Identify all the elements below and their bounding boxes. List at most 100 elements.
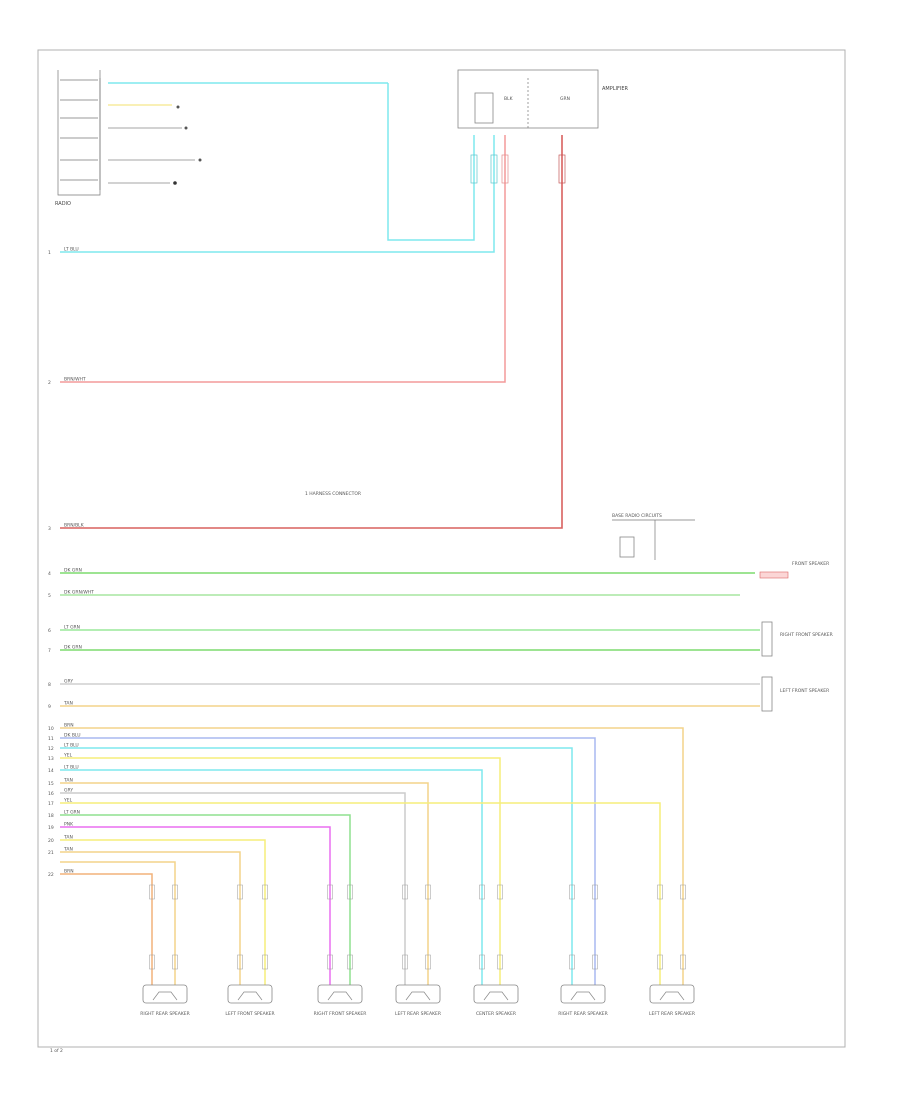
bus-wire-label: TAN: [63, 835, 73, 841]
speaker: LEFT REAR SPEAKER: [649, 984, 695, 1017]
upper-feed-wires: 1 HARNESS CONNECTOR: [60, 83, 566, 529]
bus-wire-label: YEL: [63, 753, 73, 759]
speaker-feed-wire: [60, 769, 483, 985]
bus-wire-label: BRN/BLK: [64, 523, 85, 529]
terminal-number: 19: [48, 825, 54, 831]
left-front-speaker-label: LEFT FRONT SPEAKER: [780, 688, 829, 694]
terminal-number: 8: [48, 682, 51, 688]
left-front-speaker-connector: LEFT FRONT SPEAKER: [761, 676, 829, 712]
bus-wire-label: LT BLU: [64, 247, 79, 253]
speaker-icon: [227, 984, 273, 1004]
speaker-label: LEFT REAR SPEAKER: [649, 1011, 695, 1017]
radio-pins: [60, 79, 98, 181]
inline-connector: [569, 954, 575, 970]
speaker-label: LEFT REAR SPEAKER: [395, 1011, 441, 1017]
inline-connector: [425, 954, 431, 970]
inline-connector: [592, 954, 598, 970]
inline-connector: [262, 954, 268, 970]
terminal-number: 20: [48, 838, 54, 844]
speaker: RIGHT FRONT SPEAKER: [314, 984, 367, 1017]
speaker: LEFT REAR SPEAKER: [395, 984, 441, 1017]
terminal-number: 17: [48, 801, 54, 807]
terminal-number: 9: [48, 704, 51, 710]
speaker: RIGHT REAR SPEAKER: [140, 984, 190, 1017]
terminal-number: 10: [48, 726, 54, 732]
speaker-row: RIGHT REAR SPEAKER LEFT FRONT SPEAKER RIGH…: [140, 984, 695, 1017]
bus-wire-label: TAN: [63, 778, 73, 784]
bus-wire-label: YEL: [63, 798, 73, 804]
inline-connector: [347, 884, 353, 900]
terminal-number: 16: [48, 791, 54, 797]
bus-wire-label: BRN/WHT: [64, 377, 86, 383]
bus-wire-label: DK GRN/WHT: [64, 590, 94, 596]
speaker-feed-wire: [60, 814, 351, 985]
terminal-number: 18: [48, 813, 54, 819]
terminal-number: 7: [48, 648, 51, 654]
speaker-feed-wire: [60, 757, 501, 985]
inline-connector: [479, 884, 485, 900]
inline-connector: [237, 884, 243, 900]
amplifier-module: AMPLIFIER BLK GRN: [457, 69, 629, 129]
terminal-number: 1: [48, 250, 51, 256]
speaker-feed-wire: [60, 737, 596, 985]
inline-connector: [327, 884, 333, 900]
inline-connector: [172, 884, 178, 900]
speaker-feed-wire: [60, 861, 176, 985]
radio-module-label: RADIO: [55, 201, 71, 207]
speaker-feed-wire: [60, 851, 241, 985]
inline-connector: [657, 954, 663, 970]
speaker-feed-wire: [60, 792, 406, 985]
speaker-icon: [395, 984, 441, 1004]
inline-connector: [149, 954, 155, 970]
terminal-number: 4: [48, 571, 51, 577]
speaker: LEFT FRONT SPEAKER: [225, 984, 275, 1017]
terminal-number: 15: [48, 781, 54, 787]
inline-connector: [237, 954, 243, 970]
speaker-feed-wire: [60, 782, 429, 985]
speaker-feed-wire: [60, 873, 153, 985]
speaker-icon: [649, 984, 695, 1004]
inline-connector: [327, 954, 333, 970]
speaker-feed-wire: [60, 727, 684, 985]
terminal-number: 14: [48, 768, 54, 774]
speaker-icon: [473, 984, 519, 1004]
terminal-number: 12: [48, 746, 54, 752]
amplifier-label: AMPLIFIER: [602, 86, 629, 92]
bus-wire-label: LT BLU: [64, 765, 79, 771]
inline-connector: [479, 954, 485, 970]
inline-connector: [592, 884, 598, 900]
bus-wire-label: LT GRN: [64, 625, 80, 631]
right-front-speaker-connector: RIGHT FRONT SPEAKER: [761, 621, 833, 657]
speaker-feed-wire: [60, 747, 573, 985]
speaker-label: RIGHT FRONT SPEAKER: [314, 1011, 367, 1017]
terminal-number: 13: [48, 756, 54, 762]
terminal-number: 21: [48, 850, 54, 856]
speaker-label: CENTER SPEAKER: [476, 1011, 516, 1017]
inline-connector: [425, 884, 431, 900]
bus-wire-label: TAN: [63, 847, 73, 853]
bus-wire-label: BRN: [64, 723, 74, 729]
inline-connector: [657, 884, 663, 900]
speaker-label: RIGHT REAR SPEAKER: [558, 1011, 608, 1017]
bus-wire-label: GRY: [64, 788, 73, 794]
inline-connector: [497, 954, 503, 970]
harness-note: 1 HARNESS CONNECTOR: [305, 491, 361, 497]
terminal-number: 2: [48, 380, 51, 386]
bus-wire-label: PNK: [64, 822, 74, 828]
speaker-icon: [560, 984, 606, 1004]
inline-connector: [149, 884, 155, 900]
speaker-label: LEFT FRONT SPEAKER: [225, 1011, 274, 1017]
terminal-number: 11: [48, 736, 54, 742]
right-front-speaker-label: RIGHT FRONT SPEAKER: [780, 632, 833, 638]
bus-wire-label: DK GRN: [64, 568, 82, 574]
inline-connector: [347, 954, 353, 970]
speaker-feed-wire: [60, 839, 266, 985]
terminal-number: 3: [48, 526, 51, 532]
inline-connector: [569, 884, 575, 900]
diagram-frame: [37, 49, 846, 1048]
speaker-icon: [317, 984, 363, 1004]
wire-lt-blu-1: [387, 83, 475, 241]
speaker-feed-wire: [60, 802, 661, 985]
